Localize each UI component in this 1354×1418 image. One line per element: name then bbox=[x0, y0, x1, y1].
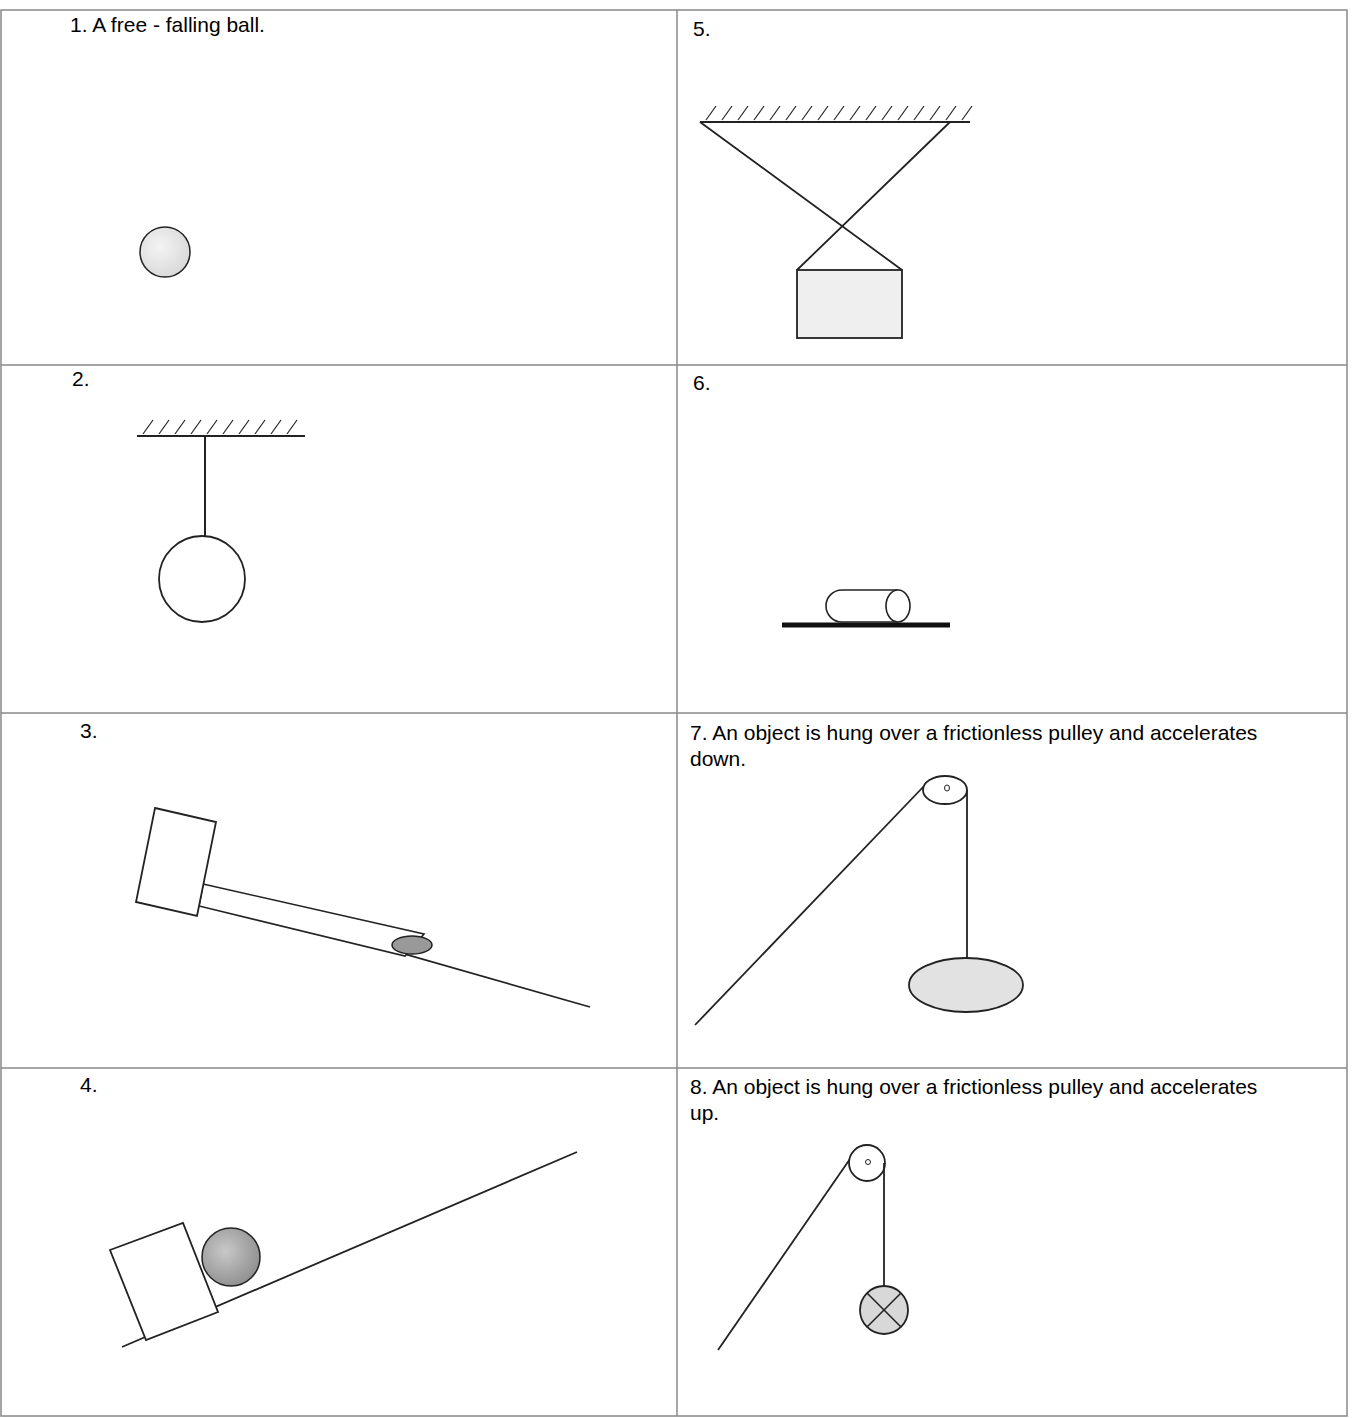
cell-label: 2. bbox=[72, 366, 272, 392]
hatch-stroke bbox=[946, 106, 956, 120]
cell-label: 6. bbox=[693, 370, 893, 396]
string bbox=[700, 122, 902, 270]
hatch-stroke bbox=[223, 420, 233, 434]
string bbox=[797, 122, 950, 270]
rope bbox=[966, 790, 968, 958]
hammer-head bbox=[136, 808, 216, 916]
hatch-stroke bbox=[143, 420, 153, 434]
box bbox=[110, 1223, 218, 1340]
hatch-stroke bbox=[706, 106, 716, 120]
ceiling-hatch bbox=[706, 106, 972, 120]
table-grid bbox=[1, 10, 1347, 1416]
cell-label: 1. A free - falling ball. bbox=[70, 12, 630, 38]
hatch-stroke bbox=[239, 420, 249, 434]
hatch-stroke bbox=[207, 420, 217, 434]
cell-label: 5. bbox=[693, 16, 893, 42]
hatch-stroke bbox=[191, 420, 201, 434]
box bbox=[797, 270, 902, 338]
hatch-stroke bbox=[802, 106, 812, 120]
rope bbox=[695, 784, 926, 1025]
hatch-stroke bbox=[722, 106, 732, 120]
hanging-object bbox=[860, 1286, 908, 1334]
surface bbox=[782, 623, 950, 628]
rope bbox=[718, 1156, 852, 1350]
pulley bbox=[923, 776, 967, 804]
hatch-stroke bbox=[738, 106, 748, 120]
hatch-stroke bbox=[271, 420, 281, 434]
ceiling-hatch bbox=[143, 420, 297, 434]
cylinder-end bbox=[886, 590, 910, 622]
hatch-stroke bbox=[159, 420, 169, 434]
hatch-stroke bbox=[770, 106, 780, 120]
cell-label: 3. bbox=[80, 718, 280, 744]
hammer-handle bbox=[199, 884, 424, 956]
hatch-stroke bbox=[834, 106, 844, 120]
hatch-stroke bbox=[962, 106, 972, 120]
hatch-stroke bbox=[914, 106, 924, 120]
cell-label: 8. An object is hung over a frictionless… bbox=[690, 1074, 1290, 1126]
hatch-stroke bbox=[818, 106, 828, 120]
cell-label: 4. bbox=[80, 1072, 280, 1098]
ball bbox=[140, 227, 190, 277]
hatch-stroke bbox=[898, 106, 908, 120]
hatch-stroke bbox=[866, 106, 876, 120]
hatch-stroke bbox=[175, 420, 185, 434]
small-object bbox=[392, 936, 432, 954]
object-cross bbox=[867, 1293, 901, 1327]
string bbox=[204, 436, 206, 537]
ceiling bbox=[700, 121, 970, 123]
hatch-stroke bbox=[255, 420, 265, 434]
pulley-axle bbox=[866, 1160, 871, 1165]
ceiling bbox=[137, 435, 305, 437]
ball bbox=[159, 536, 245, 622]
hatch-stroke bbox=[930, 106, 940, 120]
hatch-stroke bbox=[754, 106, 764, 120]
hatch-stroke bbox=[882, 106, 892, 120]
pulley bbox=[849, 1145, 885, 1181]
ball bbox=[202, 1228, 260, 1286]
rope bbox=[883, 1163, 885, 1286]
pulley-axle bbox=[945, 785, 950, 791]
hatch-stroke bbox=[287, 420, 297, 434]
hanging-object bbox=[909, 958, 1023, 1012]
hatch-stroke bbox=[786, 106, 796, 120]
hatch-stroke bbox=[850, 106, 860, 120]
cell-label: 7. An object is hung over a frictionless… bbox=[690, 720, 1290, 772]
object-cross bbox=[867, 1293, 901, 1327]
